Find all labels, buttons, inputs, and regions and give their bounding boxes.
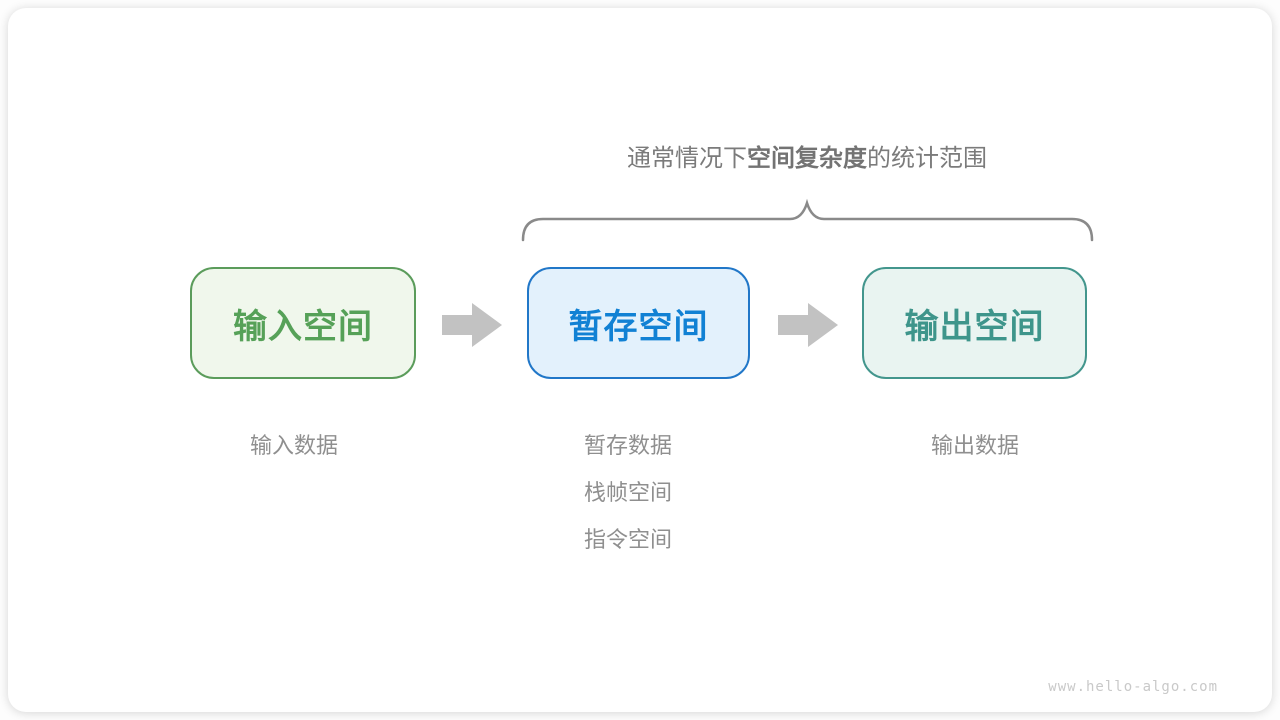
caption-prefix: 通常情况下 [627, 145, 747, 172]
watermark-url: www.hello-algo.com [1048, 679, 1218, 695]
note-line: 栈帧空间 [583, 480, 672, 505]
node-output-space: 输出空间 [862, 267, 1087, 379]
brace-path [521, 198, 1094, 242]
caption-suffix: 的统计范围 [867, 145, 987, 172]
note-line: 暂存数据 [583, 433, 672, 458]
node-temp-space-label: 暂存空间 [568, 307, 709, 346]
note-line: 输出数据 [930, 433, 1019, 458]
scope-brace-icon [521, 198, 1094, 242]
arrow-right-icon [442, 303, 502, 347]
scope-caption: 通常情况下空间复杂度的统计范围 [503, 144, 1111, 174]
arrow-right-icon [778, 303, 838, 347]
node-output-space-label: 输出空间 [904, 307, 1045, 346]
notes-temp-space: 暂存数据 栈帧空间 指令空间 [528, 428, 728, 569]
note-line: 指令空间 [583, 527, 672, 552]
node-temp-space: 暂存空间 [527, 267, 750, 379]
notes-output-space: 输出数据 [875, 428, 1075, 475]
note-line: 输入数据 [249, 433, 338, 458]
node-input-space: 输入空间 [190, 267, 416, 379]
node-input-space-label: 输入空间 [233, 307, 373, 346]
notes-input-space: 输入数据 [194, 428, 394, 475]
caption-emphasis: 空间复杂度 [747, 145, 867, 172]
